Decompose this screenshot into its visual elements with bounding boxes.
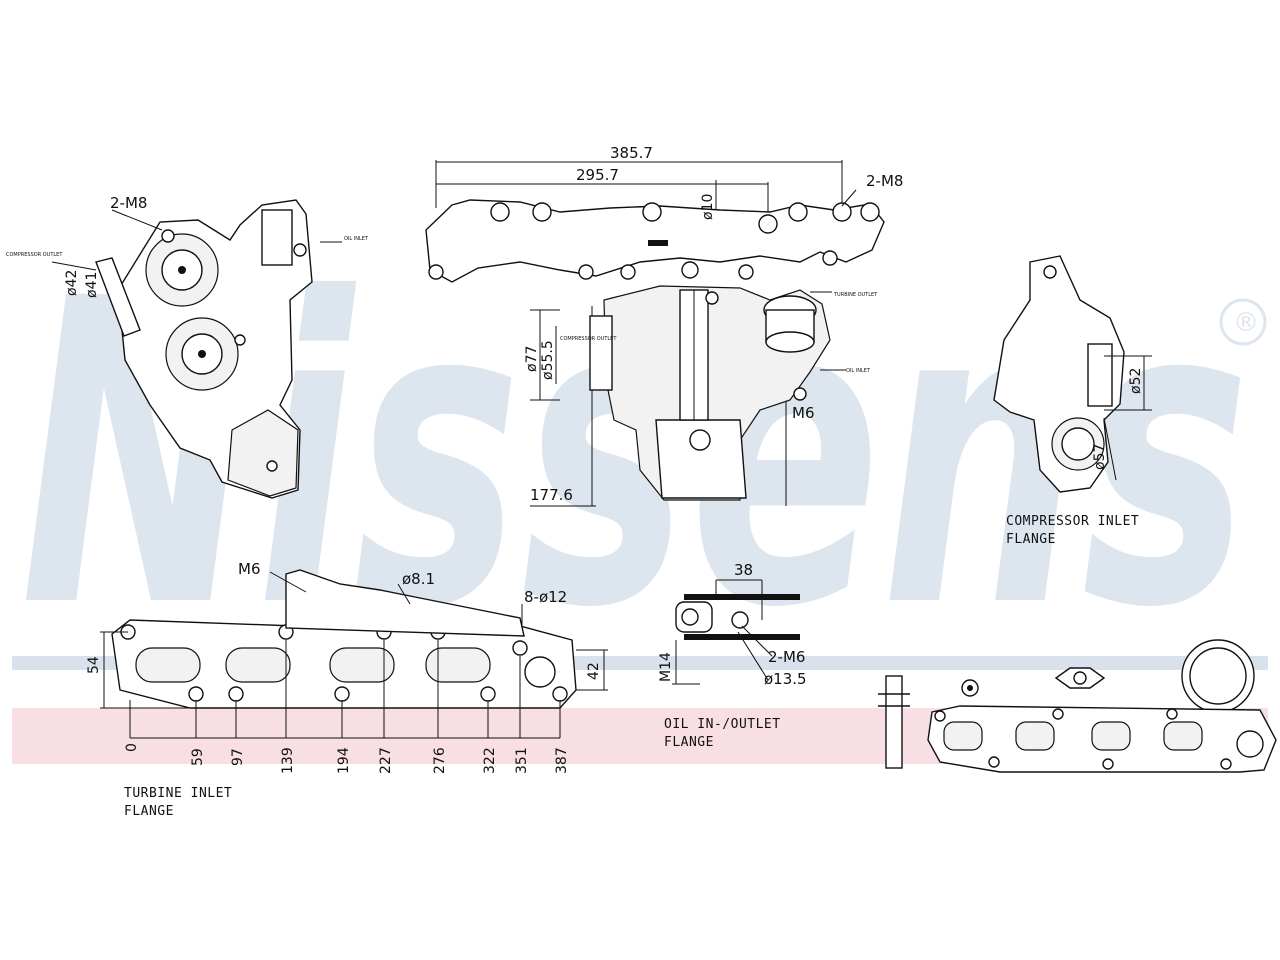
- oil-width: 38: [734, 561, 753, 579]
- oil-label-2: FLANGE: [664, 735, 714, 750]
- side-stud-callout: 2-M8: [110, 194, 147, 212]
- tif-pos-1: 59: [190, 748, 206, 766]
- side-dim-a: ø42: [64, 270, 80, 296]
- tif-pos-4: 194: [336, 747, 352, 774]
- registered-mark: ®: [1233, 308, 1259, 338]
- tif-label-2: FLANGE: [124, 804, 174, 819]
- top-thread-callout: M6: [792, 404, 815, 422]
- compressor-inlet-flange-drawing: [993, 255, 1152, 493]
- top-stud-callout: 2-M8: [866, 172, 903, 190]
- cif-label-2: FLANGE: [1006, 532, 1056, 547]
- tif-holes: 8-ø12: [524, 588, 567, 606]
- top-depth-dim: 177.6: [530, 486, 573, 504]
- cif-label-1: COMPRESSOR INLET: [1006, 514, 1139, 529]
- top-view-assembly: [425, 160, 885, 507]
- oil-flange-drawing: [672, 579, 800, 685]
- side-tag-right: OIL INLET: [344, 236, 369, 242]
- tif-thread-callout: M6: [238, 560, 261, 578]
- tif-pos-7: 322: [482, 747, 498, 774]
- side-dim-b: ø41: [84, 272, 100, 298]
- tif-pos-6: 276: [432, 747, 448, 774]
- tif-pos-8: 351: [514, 747, 530, 774]
- oil-label-1: OIL IN-/OUTLET: [664, 717, 781, 732]
- cif-dim-a: ø52: [1128, 368, 1144, 394]
- top-outlet-dim: ø55.5: [540, 340, 556, 380]
- tif-pos-5: 227: [378, 747, 394, 774]
- cif-dim-b: ø57: [1092, 444, 1108, 470]
- registered-mark-ring: [1219, 298, 1267, 346]
- oil-bore: ø13.5: [764, 670, 807, 688]
- top-tag-turbine-out: TURBINE OUTLET: [833, 292, 878, 298]
- top-tag-oil: OIL INLET: [846, 368, 871, 374]
- top-bolt-span: 295.7: [576, 166, 619, 184]
- top-height-dim: ø77: [524, 346, 540, 372]
- oil-thickness: M14: [658, 652, 674, 682]
- tif-pos-9: 387: [554, 747, 570, 774]
- tif-pos-2: 97: [230, 748, 246, 766]
- oil-studs: 2-M6: [768, 648, 805, 666]
- tif-port-height: 42: [586, 662, 602, 680]
- tif-height: 54: [86, 656, 102, 674]
- side-view-turbo: [51, 199, 342, 499]
- side-tag-left: COMPRESSOR OUTLET: [6, 252, 63, 258]
- gasket-set-drawing: [878, 639, 1277, 773]
- turbine-inlet-flange-drawing: [100, 569, 608, 739]
- tif-pos-0: 0: [124, 743, 140, 752]
- tif-label-1: TURBINE INLET: [124, 786, 232, 801]
- top-tag-compressor-out: COMPRESSOR OUTLET: [560, 336, 617, 342]
- top-bore: ø10: [700, 194, 716, 220]
- tif-bore: ø8.1: [402, 570, 435, 588]
- tif-pos-3: 139: [280, 747, 296, 774]
- top-overall-width: 385.7: [610, 144, 653, 162]
